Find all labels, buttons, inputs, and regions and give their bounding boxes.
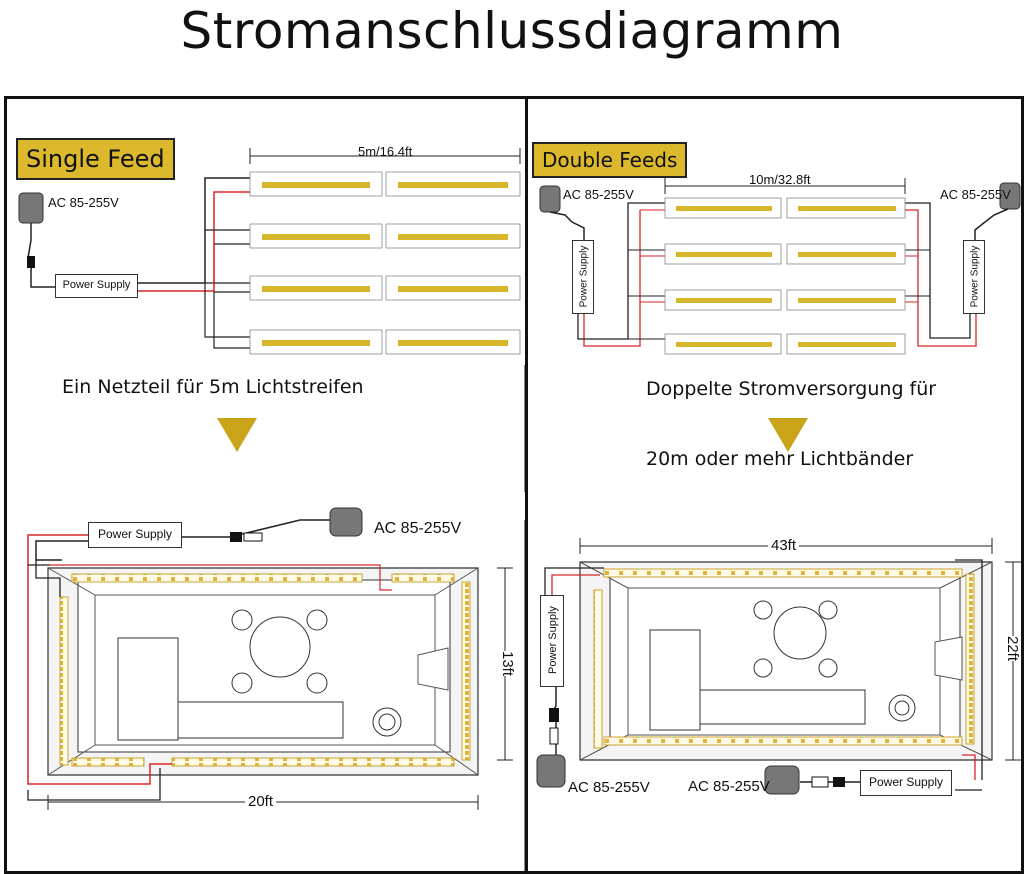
left-room [27,507,513,810]
double-feed-panel [524,96,1024,874]
single-power-supply-label: Power Supply [62,279,131,291]
right-room-width-label: 43ft [768,537,800,554]
left-room-height-label: 13ft [499,650,517,677]
double-ac-label-left: AC 85-255V [563,187,634,202]
right-room-power-supply-left-label: Power Supply [547,606,559,674]
down-arrow-left [217,418,257,452]
right-room-height-label: 22ft [1004,635,1022,662]
page-title: Stromanschlussdiagramm [180,2,844,60]
double-power-supply-right-label: Power Supply [969,245,981,308]
double-power-supply-left-label: Power Supply [578,245,590,308]
right-room-ac-label-left: AC 85-255V [568,779,650,796]
single-caption: Ein Netzteil für 5m Lichtstreifen [62,376,364,398]
left-room-power-supply: Power Supply [88,522,182,548]
single-feed-badge: Single Feed [16,138,175,180]
single-length-label: 5m/16.4ft [358,144,413,159]
left-room-ac-label: AC 85-255V [374,520,462,537]
right-room [536,538,1021,795]
left-room-width-label: 20ft [245,793,277,810]
double-feed-schematic [539,178,1021,355]
double-ac-label-right: AC 85-255V [940,187,1011,202]
single-power-supply-box: Power Supply [55,274,138,298]
double-caption-line2: 20m oder mehr Lichtbänder [646,448,914,470]
double-feed-badge: Double Feeds [532,142,688,178]
down-arrow-right [768,418,808,452]
left-room-power-supply-label: Power Supply [97,527,173,541]
double-power-supply-right: Power Supply [963,240,985,314]
double-strips [664,197,906,355]
right-room-power-supply-left: Power Supply [540,595,564,687]
single-ac-label: AC 85-255V [48,195,119,210]
double-length-label: 10m/32.8ft [749,172,811,187]
double-power-supply-left: Power Supply [572,240,594,314]
single-strips [249,171,521,355]
single-feed-schematic [18,148,521,355]
double-caption-line1: Doppelte Stromversorgung für [646,378,937,400]
right-room-power-supply-right: Power Supply [860,770,952,796]
right-room-power-supply-right-label: Power Supply [868,775,944,789]
right-room-ac-label-right: AC 85-255V [688,778,770,795]
